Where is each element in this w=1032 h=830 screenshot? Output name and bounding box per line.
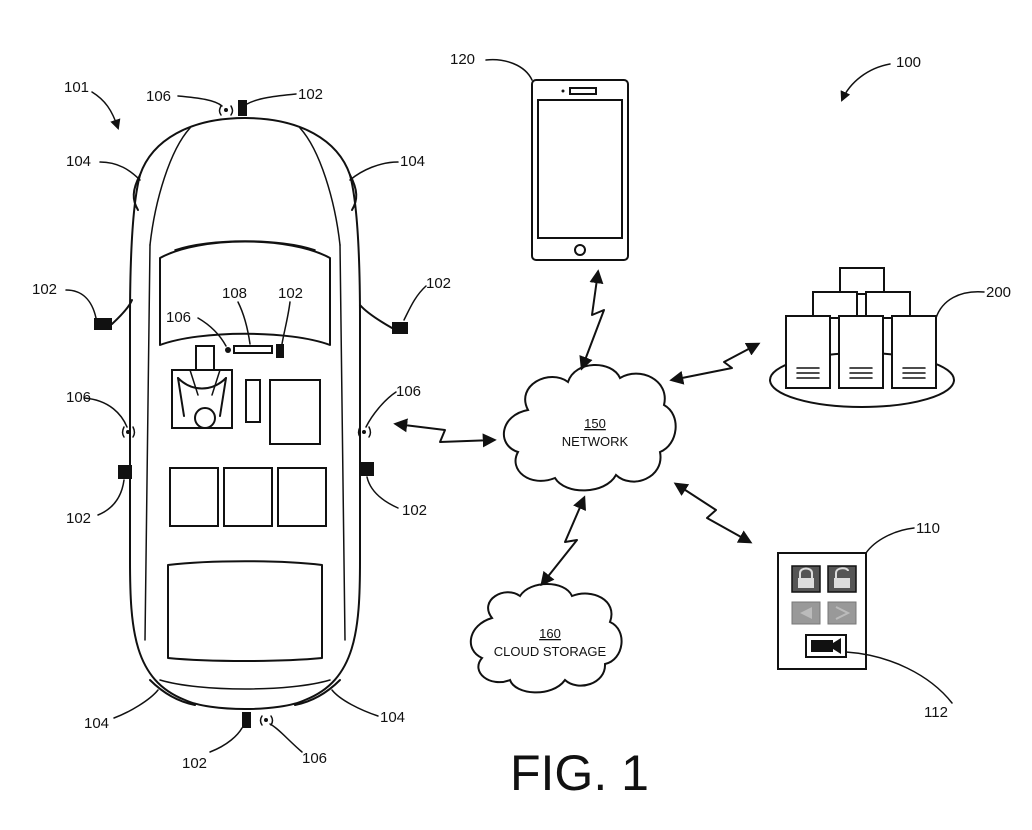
ref-antenna-front: 106 bbox=[146, 88, 171, 105]
sensor-left-lower bbox=[118, 465, 132, 479]
ref-mirror-rear-left: 104 bbox=[84, 715, 109, 732]
ref-sensor-left-lower: 102 bbox=[66, 510, 91, 527]
rear-window bbox=[167, 560, 323, 662]
server-cluster bbox=[769, 267, 955, 408]
horn-icon bbox=[791, 601, 821, 625]
rear-seat-middle bbox=[223, 467, 273, 527]
rear-seat-right bbox=[277, 467, 327, 527]
windshield bbox=[159, 240, 331, 346]
ref-vehicle: 101 bbox=[64, 79, 89, 96]
lock-icon bbox=[791, 565, 821, 593]
ref-system: 100 bbox=[896, 54, 921, 71]
sensor-right-lower bbox=[360, 462, 374, 476]
ref-dashboard: 108 bbox=[222, 285, 247, 302]
dashboard-display bbox=[233, 345, 273, 354]
center-console bbox=[245, 379, 261, 423]
ref-server: 200 bbox=[986, 284, 1011, 301]
cloud-storage-number: 160 bbox=[539, 626, 561, 641]
driver-seat bbox=[171, 345, 233, 429]
sensor-rear bbox=[242, 712, 251, 728]
ref-mirror-front-left: 104 bbox=[66, 153, 91, 170]
cloud-storage-label: CLOUD STORAGE bbox=[494, 644, 607, 659]
ref-sensor-cabin: 102 bbox=[278, 285, 303, 302]
camera-icon bbox=[805, 634, 847, 658]
sensor-right-upper bbox=[392, 322, 408, 334]
ref-camera-button: 112 bbox=[924, 704, 948, 721]
antenna-front bbox=[218, 105, 234, 116]
system-ref-arrow bbox=[840, 63, 891, 102]
sensor-left-upper bbox=[94, 318, 112, 330]
passenger-seat bbox=[269, 379, 321, 445]
cloud-storage bbox=[469, 583, 623, 694]
ref-antenna-rear: 106 bbox=[302, 750, 327, 767]
wireless-links bbox=[393, 269, 761, 587]
network-label: NETWORK bbox=[562, 434, 629, 449]
ref-sensor-rear: 102 bbox=[182, 755, 207, 772]
antenna-right bbox=[357, 426, 372, 438]
figure-title: FIG. 1 bbox=[510, 745, 649, 801]
ref-antenna-left: 106 bbox=[66, 389, 91, 406]
vehicle bbox=[91, 91, 408, 728]
mirror-rear-right bbox=[294, 679, 341, 706]
control-panel bbox=[777, 552, 867, 670]
ref-sensor-left-upper: 102 bbox=[32, 281, 57, 298]
ref-mirror-rear-right: 104 bbox=[380, 709, 405, 726]
rear-seat-left bbox=[169, 467, 219, 527]
ref-sensor-right-upper: 102 bbox=[426, 275, 451, 292]
ref-mobile-device: 120 bbox=[450, 51, 475, 68]
dashboard-camera-sensor bbox=[276, 344, 284, 358]
ref-sensor-front: 102 bbox=[298, 86, 323, 103]
mobile-device bbox=[531, 79, 629, 261]
ref-antenna-right: 106 bbox=[396, 383, 421, 400]
vehicle-leader-lines bbox=[65, 93, 427, 753]
ref-mirror-front-right: 104 bbox=[400, 153, 425, 170]
ref-control-panel: 110 bbox=[916, 520, 940, 537]
dashboard-antenna-icon bbox=[225, 347, 231, 353]
vehicle-body bbox=[129, 117, 361, 710]
antenna-left bbox=[121, 426, 136, 438]
ref-sensor-right-lower: 102 bbox=[402, 502, 427, 519]
lights-icon bbox=[827, 601, 857, 625]
network-number: 150 bbox=[584, 416, 606, 431]
mirror-rear-left bbox=[149, 679, 196, 706]
ref-antenna-cabin: 106 bbox=[166, 309, 191, 326]
sensor-front bbox=[238, 100, 247, 116]
unlock-icon bbox=[827, 565, 857, 593]
